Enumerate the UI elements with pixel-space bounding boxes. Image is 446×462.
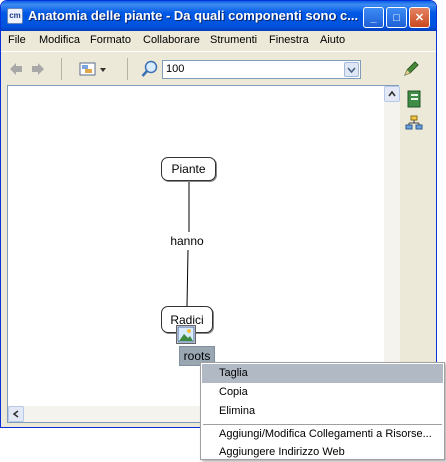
notebook-icon[interactable] [406, 90, 422, 108]
menu-item-delete[interactable]: Elimina [219, 405, 256, 417]
vertical-scrollbar[interactable] [384, 86, 400, 406]
toolbar-separator [61, 58, 62, 80]
menu-formato[interactable]: Formato [90, 34, 131, 46]
back-arrow-icon[interactable] [9, 62, 23, 76]
menu-modifica[interactable]: Modifica [39, 34, 80, 46]
scroll-up-icon[interactable] [384, 86, 400, 102]
menu-item-web-address[interactable]: Aggiungere Indirizzo Web [219, 446, 345, 458]
menu-bar: File Modifica Formato Collaborare Strume… [1, 31, 436, 51]
toolbar-separator [127, 58, 128, 80]
edit-pen-icon[interactable] [402, 60, 420, 78]
menu-separator [203, 424, 442, 425]
zoom-select[interactable]: 100 [162, 60, 361, 79]
window-title: Anatomia delle piante - Da quali compone… [28, 8, 358, 23]
menu-collaborare[interactable]: Collaborare [143, 34, 200, 46]
title-bar[interactable]: cm Anatomia delle piante - Da quali comp… [1, 1, 436, 31]
hierarchy-icon[interactable] [405, 115, 423, 131]
menu-item-copy[interactable]: Copia [219, 386, 248, 398]
chevron-down-icon[interactable] [344, 62, 359, 77]
menu-finestra[interactable]: Finestra [269, 34, 309, 46]
close-button[interactable]: ✕ [409, 7, 430, 28]
context-menu: Taglia Copia Elimina Aggiungi/Modifica C… [200, 362, 445, 460]
concept-piante[interactable]: Piante [161, 157, 216, 181]
linking-phrase[interactable]: hanno [163, 232, 211, 250]
link-line-lower [186, 249, 189, 307]
zoom-icon[interactable] [141, 60, 159, 78]
menu-item-cut[interactable]: Taglia [202, 364, 443, 383]
menu-file[interactable]: File [8, 34, 26, 46]
image-resource-icon[interactable] [176, 325, 196, 344]
scroll-left-icon[interactable] [8, 406, 24, 422]
maximize-button[interactable]: □ [386, 7, 407, 28]
forward-arrow-icon[interactable] [31, 62, 45, 76]
menu-strumenti[interactable]: Strumenti [210, 34, 258, 46]
menu-aiuto[interactable]: Aiuto [320, 34, 346, 46]
view-mode-icon[interactable] [79, 60, 109, 78]
minimize-button[interactable]: _ [363, 7, 384, 28]
menu-item-resource-links[interactable]: Aggiungi/Modifica Collegamenti a Risorse… [219, 428, 432, 440]
toolbar: 100 [1, 51, 436, 85]
resource-label[interactable]: roots [179, 346, 215, 366]
cmap-app-icon: cm [7, 8, 23, 24]
zoom-value: 100 [166, 63, 185, 75]
